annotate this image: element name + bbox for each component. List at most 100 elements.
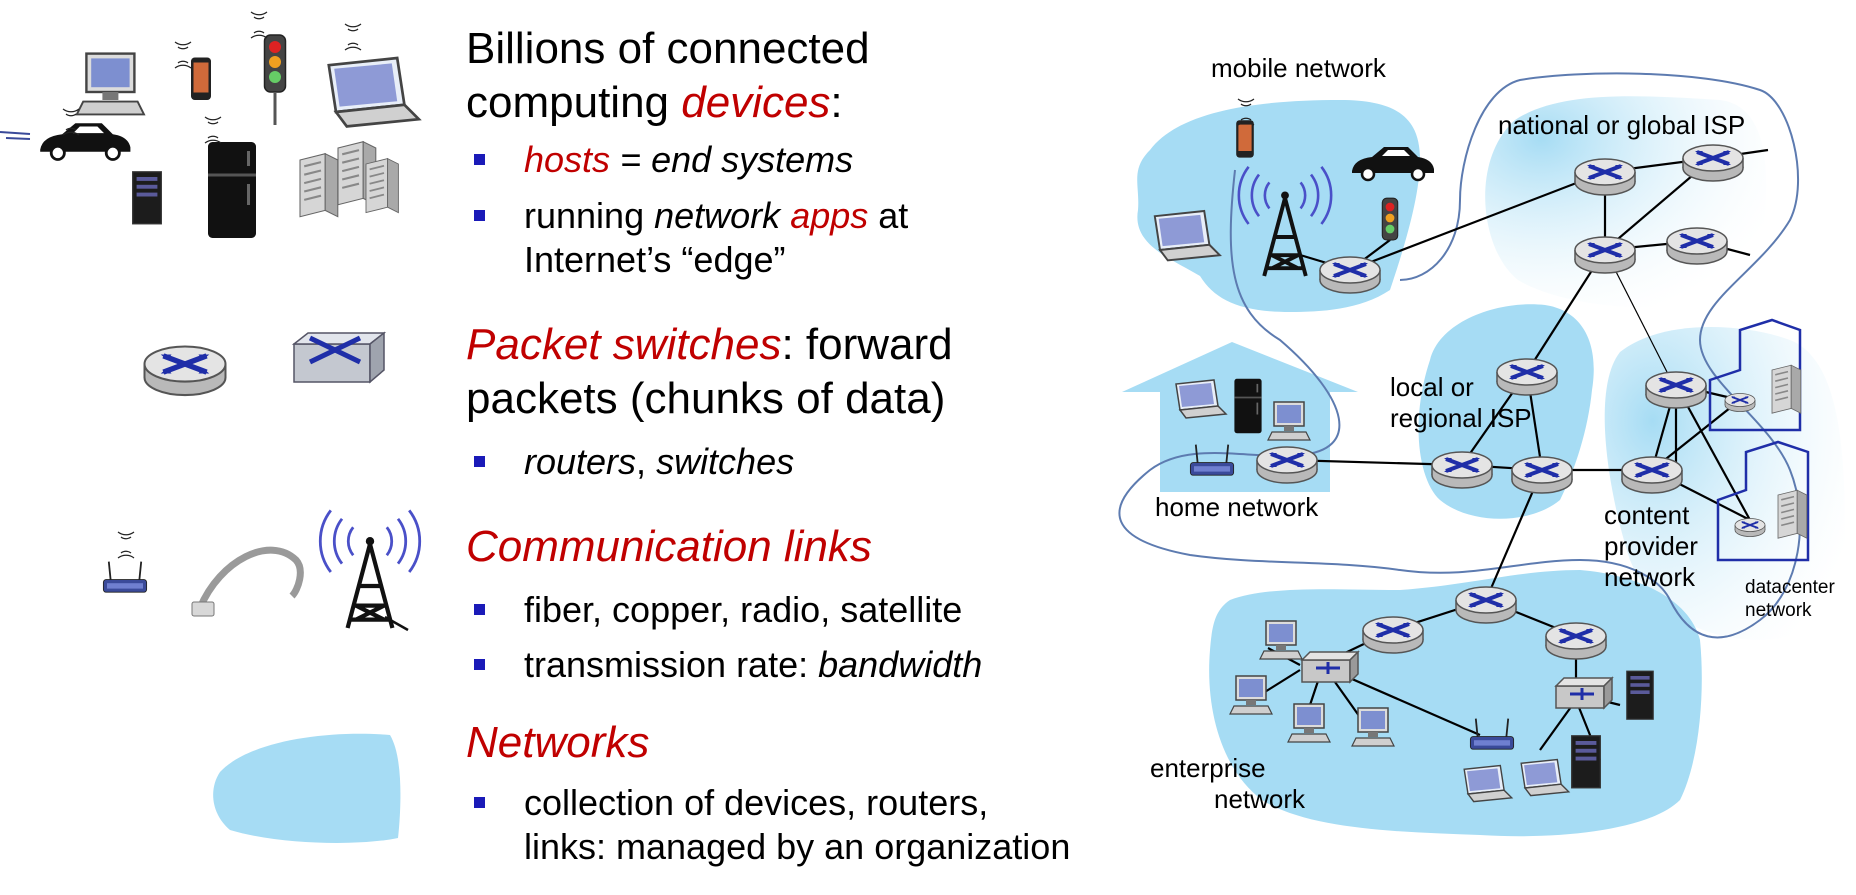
wireless-waves-icon <box>117 531 135 559</box>
hosts-rest: = end systems <box>610 139 854 180</box>
hosts-term: hosts <box>524 139 611 180</box>
server-tower-icon <box>1626 670 1654 720</box>
edge-network-term: network <box>654 195 781 236</box>
car-icon <box>38 121 132 161</box>
traffic-light-icon <box>263 34 287 93</box>
server-rack-icon <box>298 152 339 218</box>
switches-heading-rest: : forward <box>781 320 953 369</box>
routers-comma: , <box>636 441 657 482</box>
desktop-pc-icon <box>75 52 146 116</box>
router-national <box>1665 226 1729 266</box>
smartphone-icon <box>1236 120 1254 158</box>
server-rack-icon <box>365 157 400 214</box>
router-enterprise <box>1544 621 1608 661</box>
router-content <box>1620 455 1684 495</box>
label-datacenter-line2: network <box>1745 600 1812 621</box>
label-national-isp: national or global ISP <box>1498 110 1746 140</box>
devices-term: devices <box>681 78 831 127</box>
bullet-hosts: hosts = end systems <box>464 138 853 182</box>
router-content <box>1644 370 1708 410</box>
switches-term: switches <box>656 441 795 482</box>
wifi-router-icon <box>102 560 148 594</box>
smartphone-icon <box>191 57 211 100</box>
edge-text-a: running <box>524 195 655 236</box>
switch-enterprise <box>1300 650 1360 684</box>
pc-icon <box>1259 620 1303 660</box>
edge-space <box>780 195 790 236</box>
network-cloud-icon <box>213 733 401 843</box>
communication-link-icons <box>102 510 419 632</box>
edge-apps-term: apps <box>790 195 869 236</box>
wireless-waves-icon <box>250 11 268 39</box>
server-tower-icon <box>132 171 162 225</box>
pc-icon <box>1351 707 1395 747</box>
router-enterprise <box>1361 615 1425 655</box>
router-home <box>1255 445 1319 485</box>
label-regional-line1: local or <box>1390 372 1474 402</box>
laptop-icon <box>327 56 421 128</box>
label-datacenter-line1: datacenter <box>1745 577 1835 598</box>
router-national <box>1573 157 1637 197</box>
devices-heading: Billions of connected computing devices: <box>466 22 870 130</box>
internet-diagram <box>1118 72 1845 837</box>
bullet-media: fiber, copper, radio, satellite <box>464 588 962 632</box>
edge-line2: Internet’s “edge” <box>524 239 786 280</box>
router-enterprise <box>1454 585 1518 625</box>
bandwidth-prefix: transmission rate: <box>524 644 819 685</box>
label-content-line3: network <box>1604 562 1696 592</box>
wireless-waves-icon <box>344 23 362 51</box>
switch-enterprise <box>1554 676 1614 710</box>
router-icon <box>145 346 226 395</box>
bullet-routers: routers, switches <box>464 440 794 484</box>
pc-icon <box>1229 675 1273 715</box>
routers-term: routers <box>524 441 637 482</box>
router-national <box>1681 143 1745 183</box>
radio-tower-icon <box>320 510 419 628</box>
devices-heading-prefix: computing <box>466 78 682 127</box>
bullet-bandwidth: transmission rate: bandwidth <box>464 643 982 687</box>
switches-heading-line2: packets (chunks of data) <box>466 374 946 423</box>
label-enterprise-line1: enterprise <box>1150 753 1266 783</box>
devices-heading-colon: : <box>830 78 843 127</box>
networks-heading: Networks <box>466 718 650 767</box>
networks-line1: collection of devices, routers, <box>524 782 989 823</box>
refrigerator-icon <box>1233 377 1263 435</box>
path-outline <box>1118 72 1801 639</box>
label-home-network: home network <box>1155 492 1319 522</box>
label-regional-line2: regional ISP <box>1390 403 1532 433</box>
bullet-networks: collection of devices, routers,links: ma… <box>464 781 1070 869</box>
label-content-line1: content <box>1604 500 1690 530</box>
router-regional <box>1510 455 1574 495</box>
pc-icon <box>1267 401 1311 441</box>
wireless-waves-icon <box>204 116 222 144</box>
router-national <box>1573 235 1637 275</box>
devices-heading-line1: Billions of connected <box>466 24 870 73</box>
label-enterprise-line2: network <box>1214 784 1306 814</box>
packet-switches-term: Packet switches <box>466 320 782 369</box>
refrigerator-icon <box>206 140 258 240</box>
networks-line2: links: managed by an organization <box>524 826 1071 867</box>
bandwidth-term: bandwidth <box>818 644 983 685</box>
pc-icon <box>1287 703 1331 743</box>
datacenter-buildings <box>1708 318 1810 562</box>
links-heading: Communication links <box>466 522 872 571</box>
router-regional <box>1430 450 1494 490</box>
traffic-light-icon <box>1381 197 1399 241</box>
ethernet-cable-icon <box>196 546 304 610</box>
device-icons-cluster <box>0 11 421 240</box>
wireless-waves-icon <box>174 41 192 69</box>
server-tower-icon <box>1571 735 1601 789</box>
switch-icon <box>291 331 387 384</box>
edge-text-e: at <box>868 195 909 236</box>
label-mobile-network: mobile network <box>1211 53 1386 83</box>
packet-switch-icons <box>145 331 387 395</box>
label-content-line2: provider <box>1604 531 1698 561</box>
switches-heading: Packet switches: forward packets (chunks… <box>466 318 953 426</box>
router-mobile <box>1318 255 1382 295</box>
